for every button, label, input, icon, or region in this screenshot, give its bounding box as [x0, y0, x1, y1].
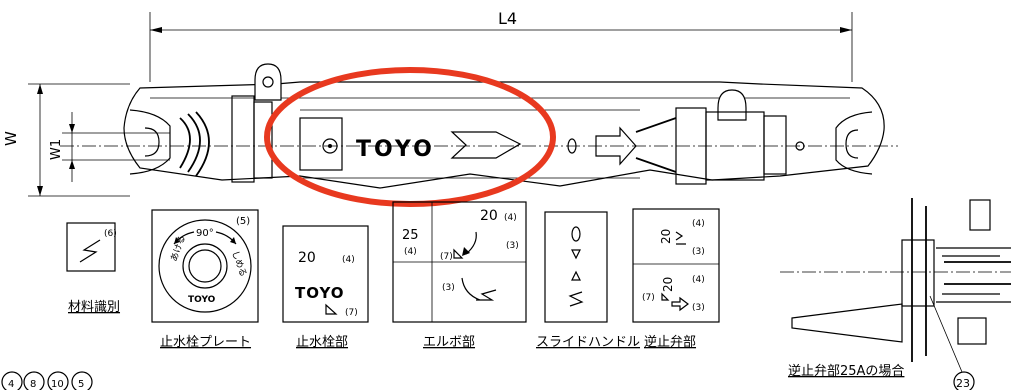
stop-plate-logo: TOYO	[188, 295, 216, 305]
elbow-ref-c: (3)	[506, 241, 519, 251]
stop-part-box: 20 (4) TOYO (7) 止水栓部	[282, 225, 369, 350]
footer-ref-4: 5	[78, 379, 84, 390]
elbow-ref-e: (3)	[442, 283, 455, 293]
stop-part-ref-mark: (7)	[345, 308, 358, 318]
dimension-w-label: W	[2, 131, 20, 146]
check-valve-caption: 逆止弁部	[644, 334, 696, 350]
dimension-l4-label: L4	[498, 9, 517, 28]
check-valve-25a-ref: 23	[956, 377, 970, 390]
check-valve-box: 20 (4) (3) 20 (4) (7) (3) 逆止弁部	[632, 208, 720, 350]
material-id-caption: 材料識別	[68, 300, 120, 315]
footer-ref-2: 8	[30, 379, 36, 390]
stop-part-size-ref: (4)	[342, 255, 355, 265]
footer-ref-3: 10	[51, 379, 64, 390]
check-valve-ref-c: (4)	[692, 275, 705, 285]
dimension-w1: W1	[49, 112, 170, 182]
dimension-l4: L4	[149, 9, 853, 82]
dimension-w1-label: W1	[49, 139, 64, 160]
slide-handle-caption: スライドハンドル	[536, 335, 640, 350]
stop-part-logo: TOYO	[295, 284, 345, 302]
elbow-box: 20 (4) 25 (4) (3) (7) (3) エルボ部	[392, 201, 527, 350]
check-valve-25a-caption: 逆止弁部25Aの場合	[788, 363, 904, 379]
stop-plate-box: (5) 90° あける しめる TOYO 止水栓プレート	[151, 209, 259, 350]
check-valve-size-b: 20	[661, 277, 675, 292]
elbow-ref-a: (4)	[504, 213, 517, 223]
check-valve-ref-d: (7)	[642, 293, 655, 303]
stop-plate-angle: 90°	[196, 228, 214, 239]
check-valve-ref-b: (3)	[692, 247, 705, 257]
material-id-ref: (6)	[104, 229, 117, 239]
check-valve-25a-detail: 逆止弁部25Aの場合 23	[780, 198, 1011, 390]
stop-plate-close-text: しめる	[229, 249, 249, 278]
stop-part-size: 20	[298, 250, 316, 266]
check-valve-ref-a: (4)	[692, 219, 705, 229]
check-valve-size-a: 20	[659, 229, 673, 244]
material-id-box: (6) 材料識別	[66, 222, 120, 315]
stop-plate-ref: (5)	[236, 216, 250, 227]
elbow-size-b: 25	[402, 228, 419, 243]
elbow-caption: エルボ部	[423, 335, 475, 350]
elbow-ref-b: (4)	[404, 247, 417, 257]
highlight-ellipse	[264, 67, 556, 207]
fitting-body: TOYO	[60, 63, 898, 189]
stop-plate-open-text: あける	[168, 234, 188, 263]
stop-part-caption: 止水栓部	[296, 335, 348, 350]
body-toyo-text: TOYO	[356, 137, 435, 162]
slide-handle-box: スライドハンドル	[536, 211, 640, 350]
check-valve-ref-e: (3)	[692, 303, 705, 313]
footer-ref-1: 4	[8, 379, 14, 390]
elbow-ref-d: (7)	[440, 252, 453, 262]
dimension-w: W	[2, 83, 130, 197]
elbow-size-a: 20	[480, 208, 498, 224]
stop-plate-caption: 止水栓プレート	[160, 335, 251, 350]
footer-refs: 4 8 10 5	[1, 371, 93, 390]
